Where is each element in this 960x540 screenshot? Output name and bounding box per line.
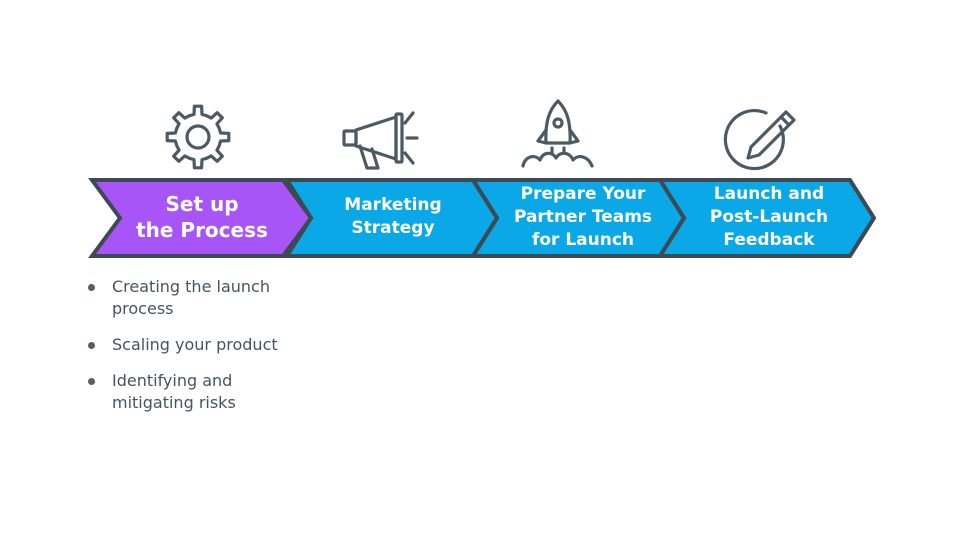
rocket-icon [521, 99, 594, 168]
step-label-line: for Launch [531, 229, 635, 250]
step-label-line: Launch and [713, 183, 825, 204]
bullet-list: Creating the launch process Scaling your… [84, 276, 284, 428]
megaphone-icon [342, 111, 419, 170]
step-label-line: Marketing [344, 195, 442, 215]
list-item: Creating the launch process [84, 276, 284, 320]
gear-icon [165, 104, 231, 170]
list-item: Scaling your product [84, 334, 284, 356]
step-chevron-1[interactable] [88, 178, 314, 258]
step-label-3[interactable]: Prepare Your Partner Teams for Launch [497, 178, 669, 256]
step-label-line: Post-Launch [709, 206, 829, 227]
step-label-line: Prepare Your [520, 183, 646, 204]
step-label-line: Set up [165, 192, 239, 216]
step-label-2[interactable]: Marketing Strategy [312, 178, 474, 256]
step-label-4[interactable]: Launch and Post-Launch Feedback [683, 178, 855, 256]
step-label-line: Partner Teams [513, 206, 653, 227]
step-label-line: Strategy [351, 218, 435, 238]
step-label-1[interactable]: Set up the Process [112, 178, 292, 256]
step-label-line: Feedback [723, 229, 815, 250]
step-label-line: the Process [136, 218, 268, 242]
list-item: Identifying and mitigating risks [84, 370, 284, 414]
edit-pencil-icon [723, 108, 796, 171]
